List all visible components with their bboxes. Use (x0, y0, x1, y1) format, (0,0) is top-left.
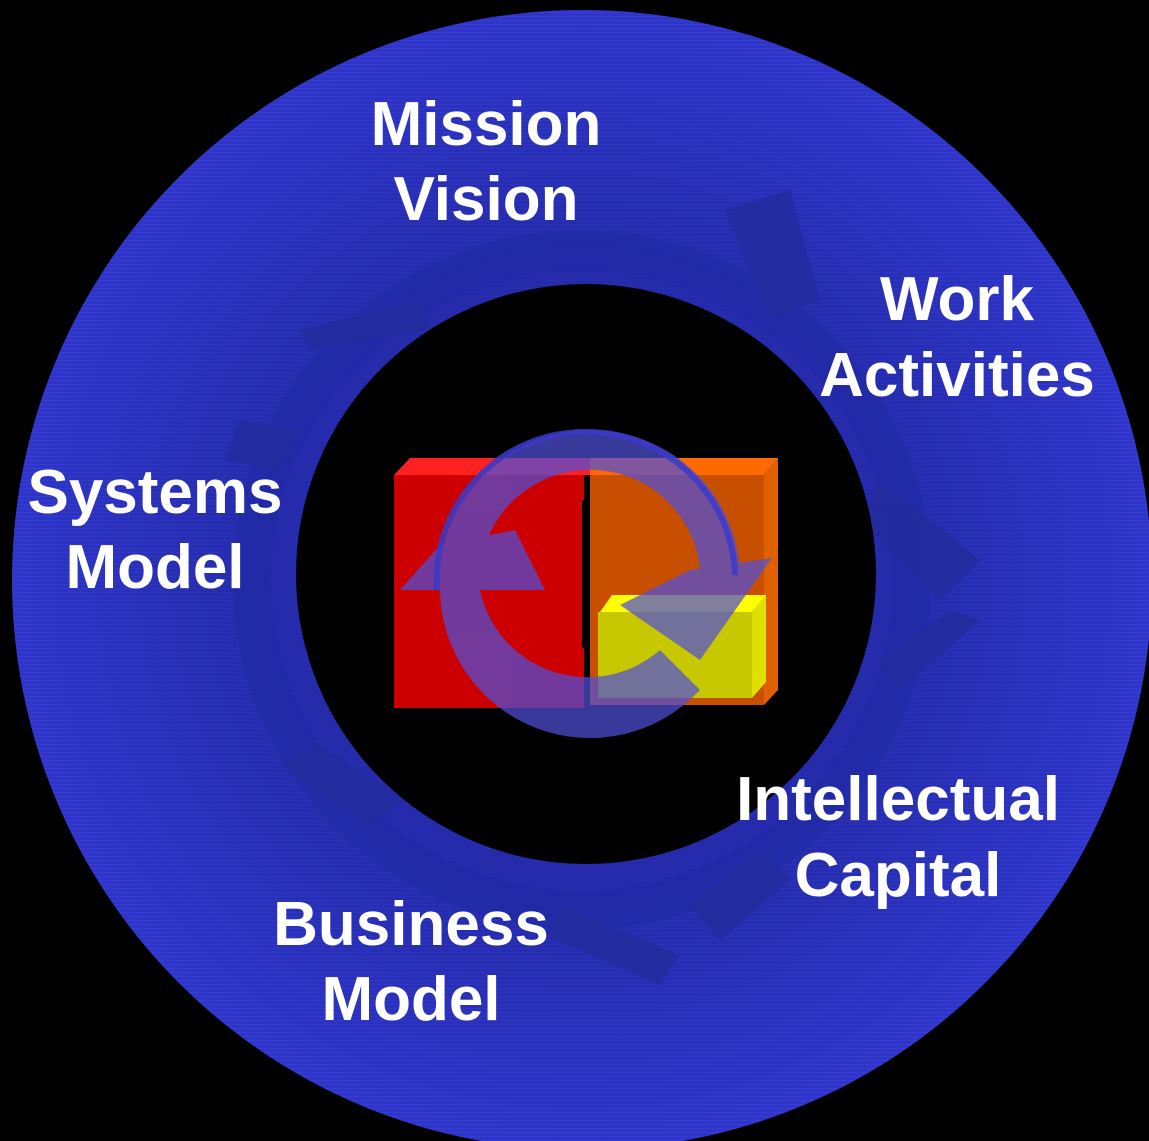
refresh-cycle-icon (394, 428, 778, 739)
label-business-model: Model (321, 965, 500, 1034)
label-activities: Activities (819, 341, 1095, 410)
swirl-bands (233, 231, 931, 929)
label-systems: Systems (27, 458, 282, 527)
label-mission: Mission (371, 90, 602, 159)
label-systems-model: Model (65, 533, 244, 602)
label-vision: Vision (394, 165, 579, 234)
label-business: Business (273, 890, 549, 959)
label-work: Work (880, 265, 1034, 334)
label-capital: Capital (795, 841, 1002, 910)
swirl-arrows (225, 190, 980, 985)
label-intellectual: Intellectual (736, 765, 1060, 834)
